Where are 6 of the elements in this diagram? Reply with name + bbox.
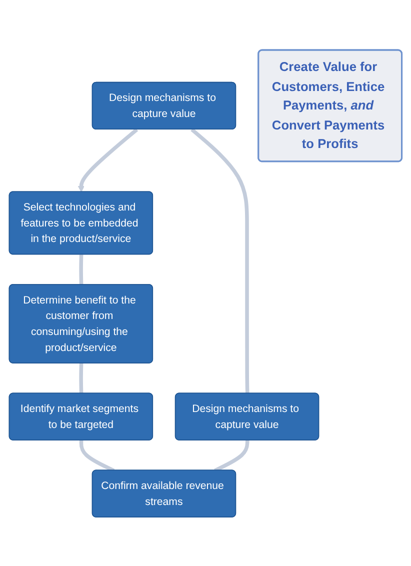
connector — [79, 254, 84, 284]
connector — [214, 440, 250, 472]
connector — [79, 362, 84, 394]
connector — [190, 128, 250, 394]
connector — [79, 440, 115, 472]
arrow — [78, 128, 138, 192]
